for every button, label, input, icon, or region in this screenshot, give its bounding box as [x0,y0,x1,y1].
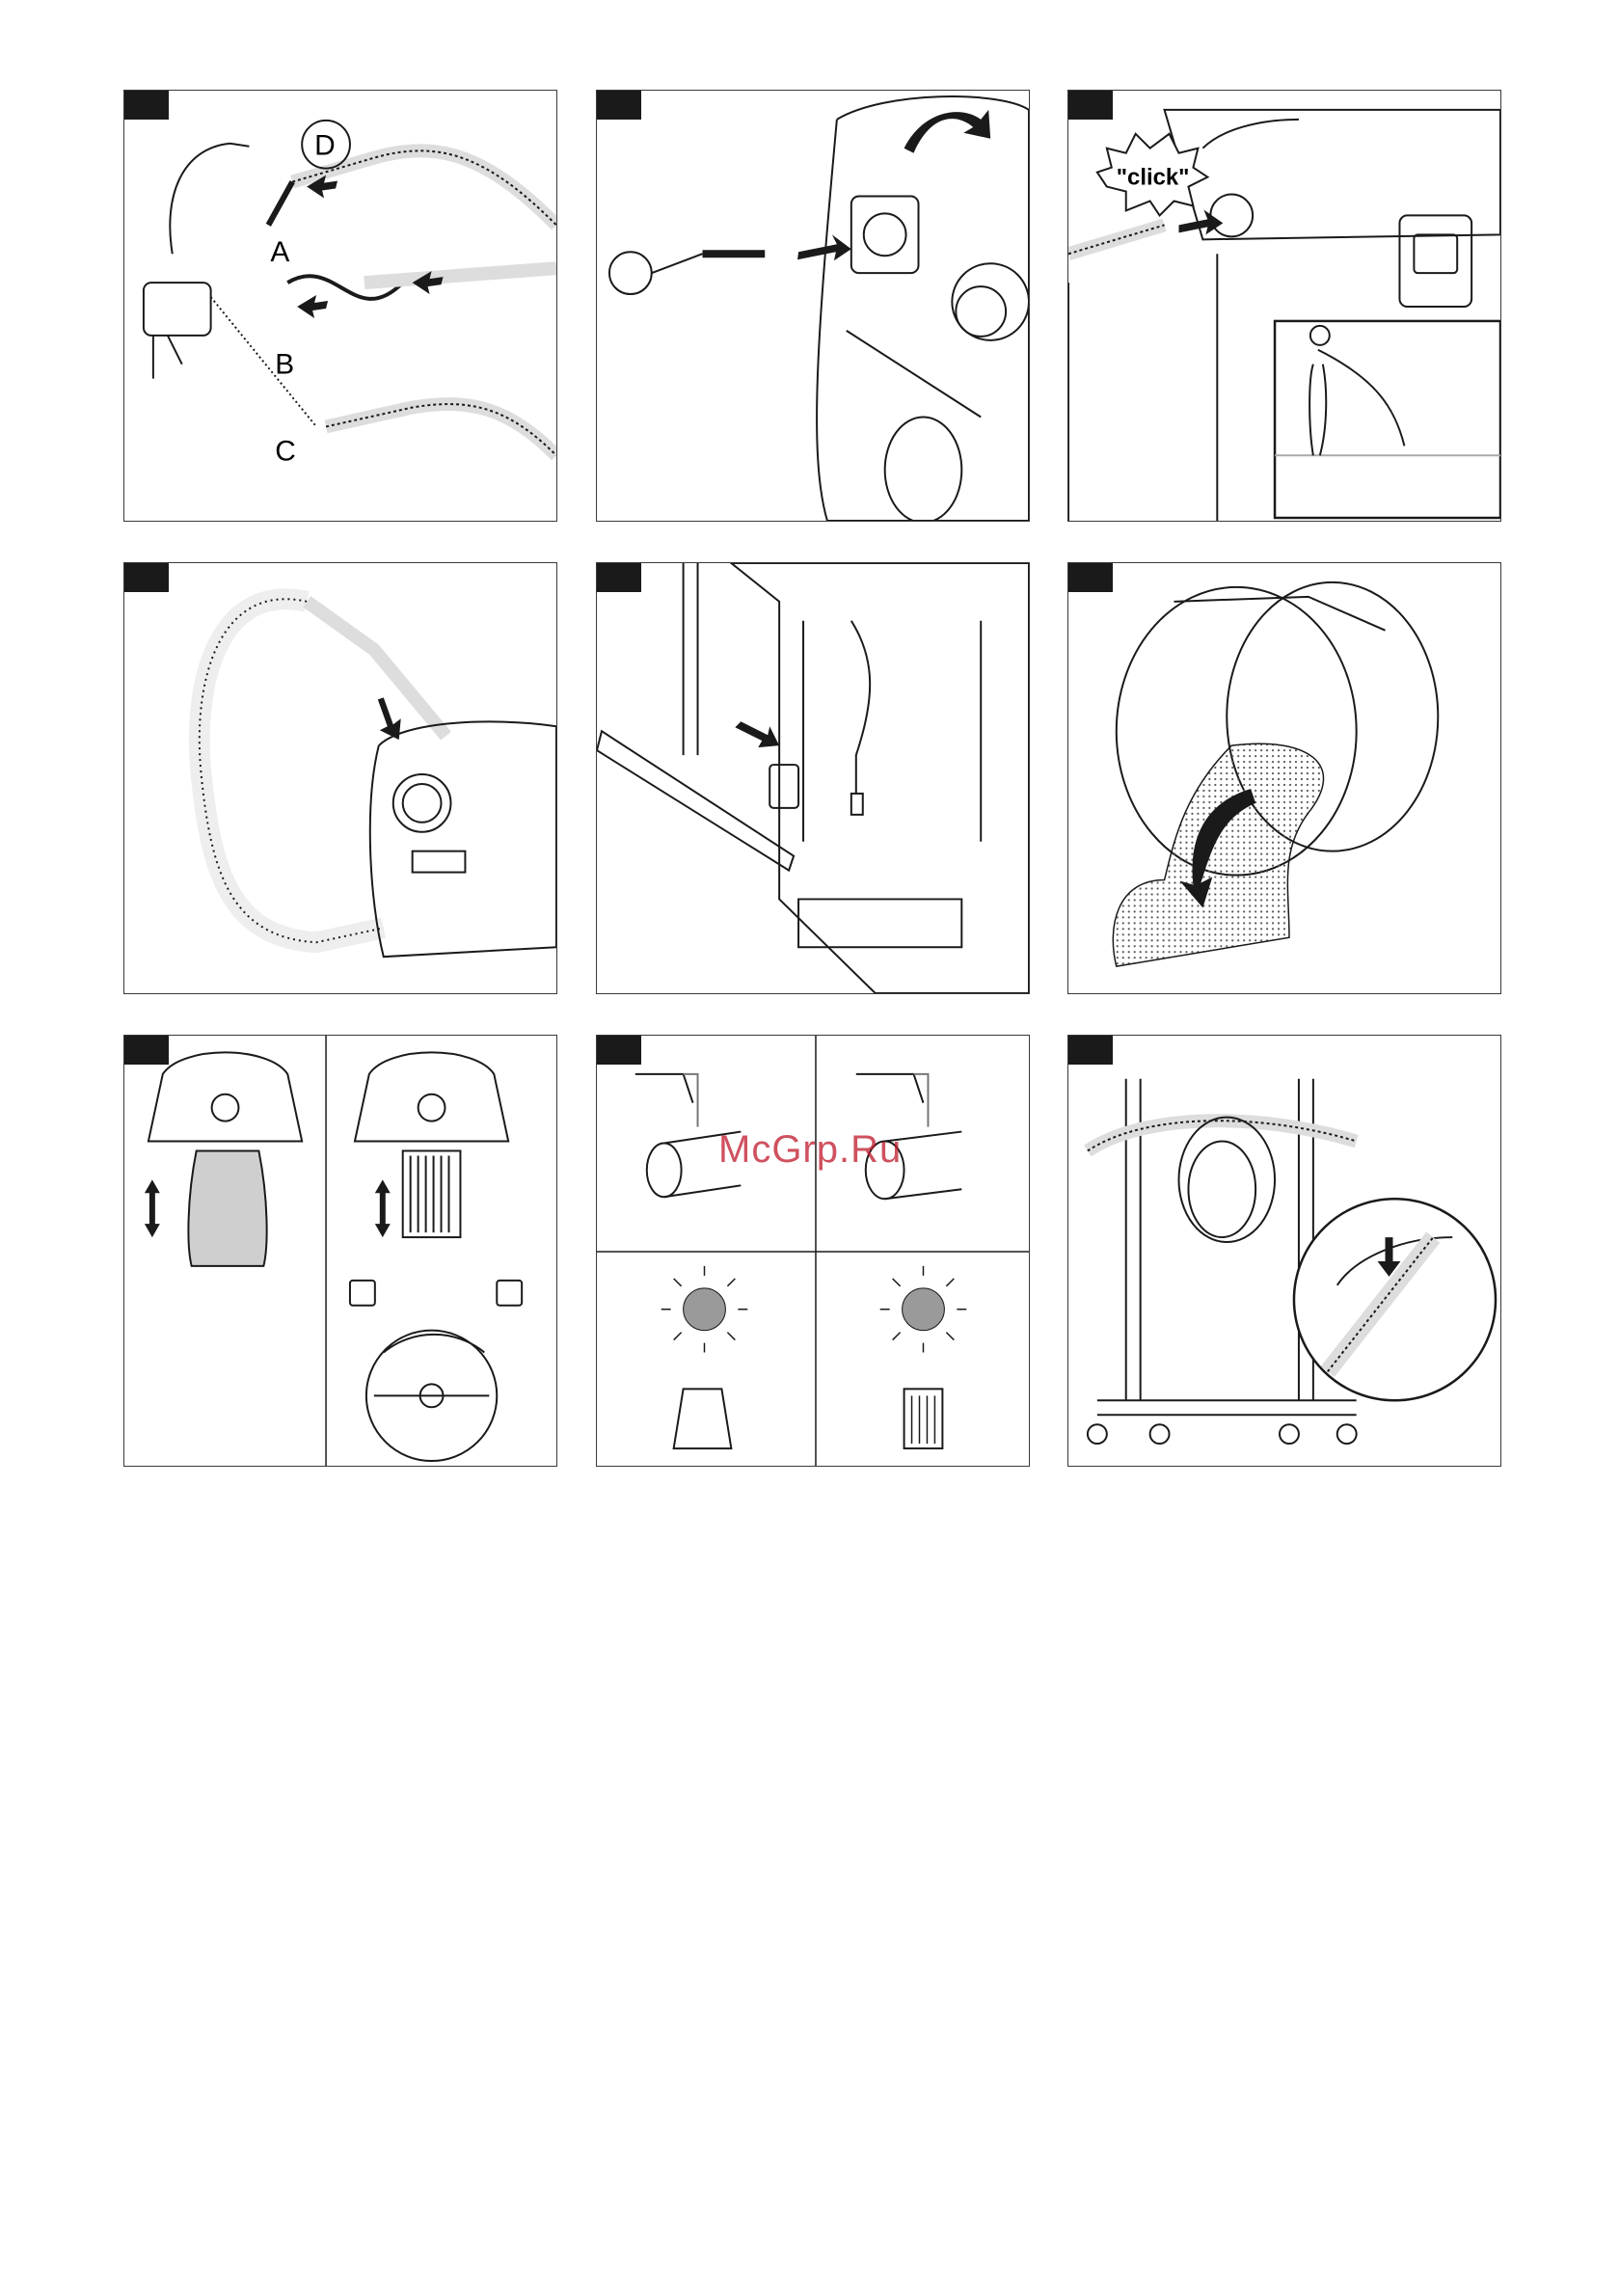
label-b: B [275,349,294,381]
figure-panel-3: "click" [1067,90,1501,522]
click-label: "click" [1117,165,1190,191]
hose-adapter-illustration: A B C D [124,91,556,521]
label-c: C [275,435,296,467]
hose-storage-illustration [124,563,556,993]
figure-panel-7 [123,1035,557,1467]
figure-panel-9 [1067,1035,1501,1467]
floor-nozzle-parking-illustration [597,563,1029,993]
figure-panel-5 [596,562,1030,994]
figure-panel-6 [1067,562,1501,994]
emptying-container-illustration [1068,563,1500,993]
watermark-text: McGrp.Ru [718,1128,902,1172]
hose-click-illustration: "click" [1068,91,1500,521]
figure-panel-2 [596,90,1030,522]
figure-panel-8 [596,1035,1030,1467]
power-socket-illustration [597,91,1029,521]
label-a: A [270,236,289,268]
label-d: D [314,130,336,162]
filter-bag-and-cartridge-illustration [124,1036,556,1466]
figure-panel-4 [123,562,557,994]
storage-trolley-illustration [1068,1036,1500,1466]
figure-panel-1: A B C D [123,90,557,522]
filter-washing-drying-illustration [597,1036,1029,1466]
